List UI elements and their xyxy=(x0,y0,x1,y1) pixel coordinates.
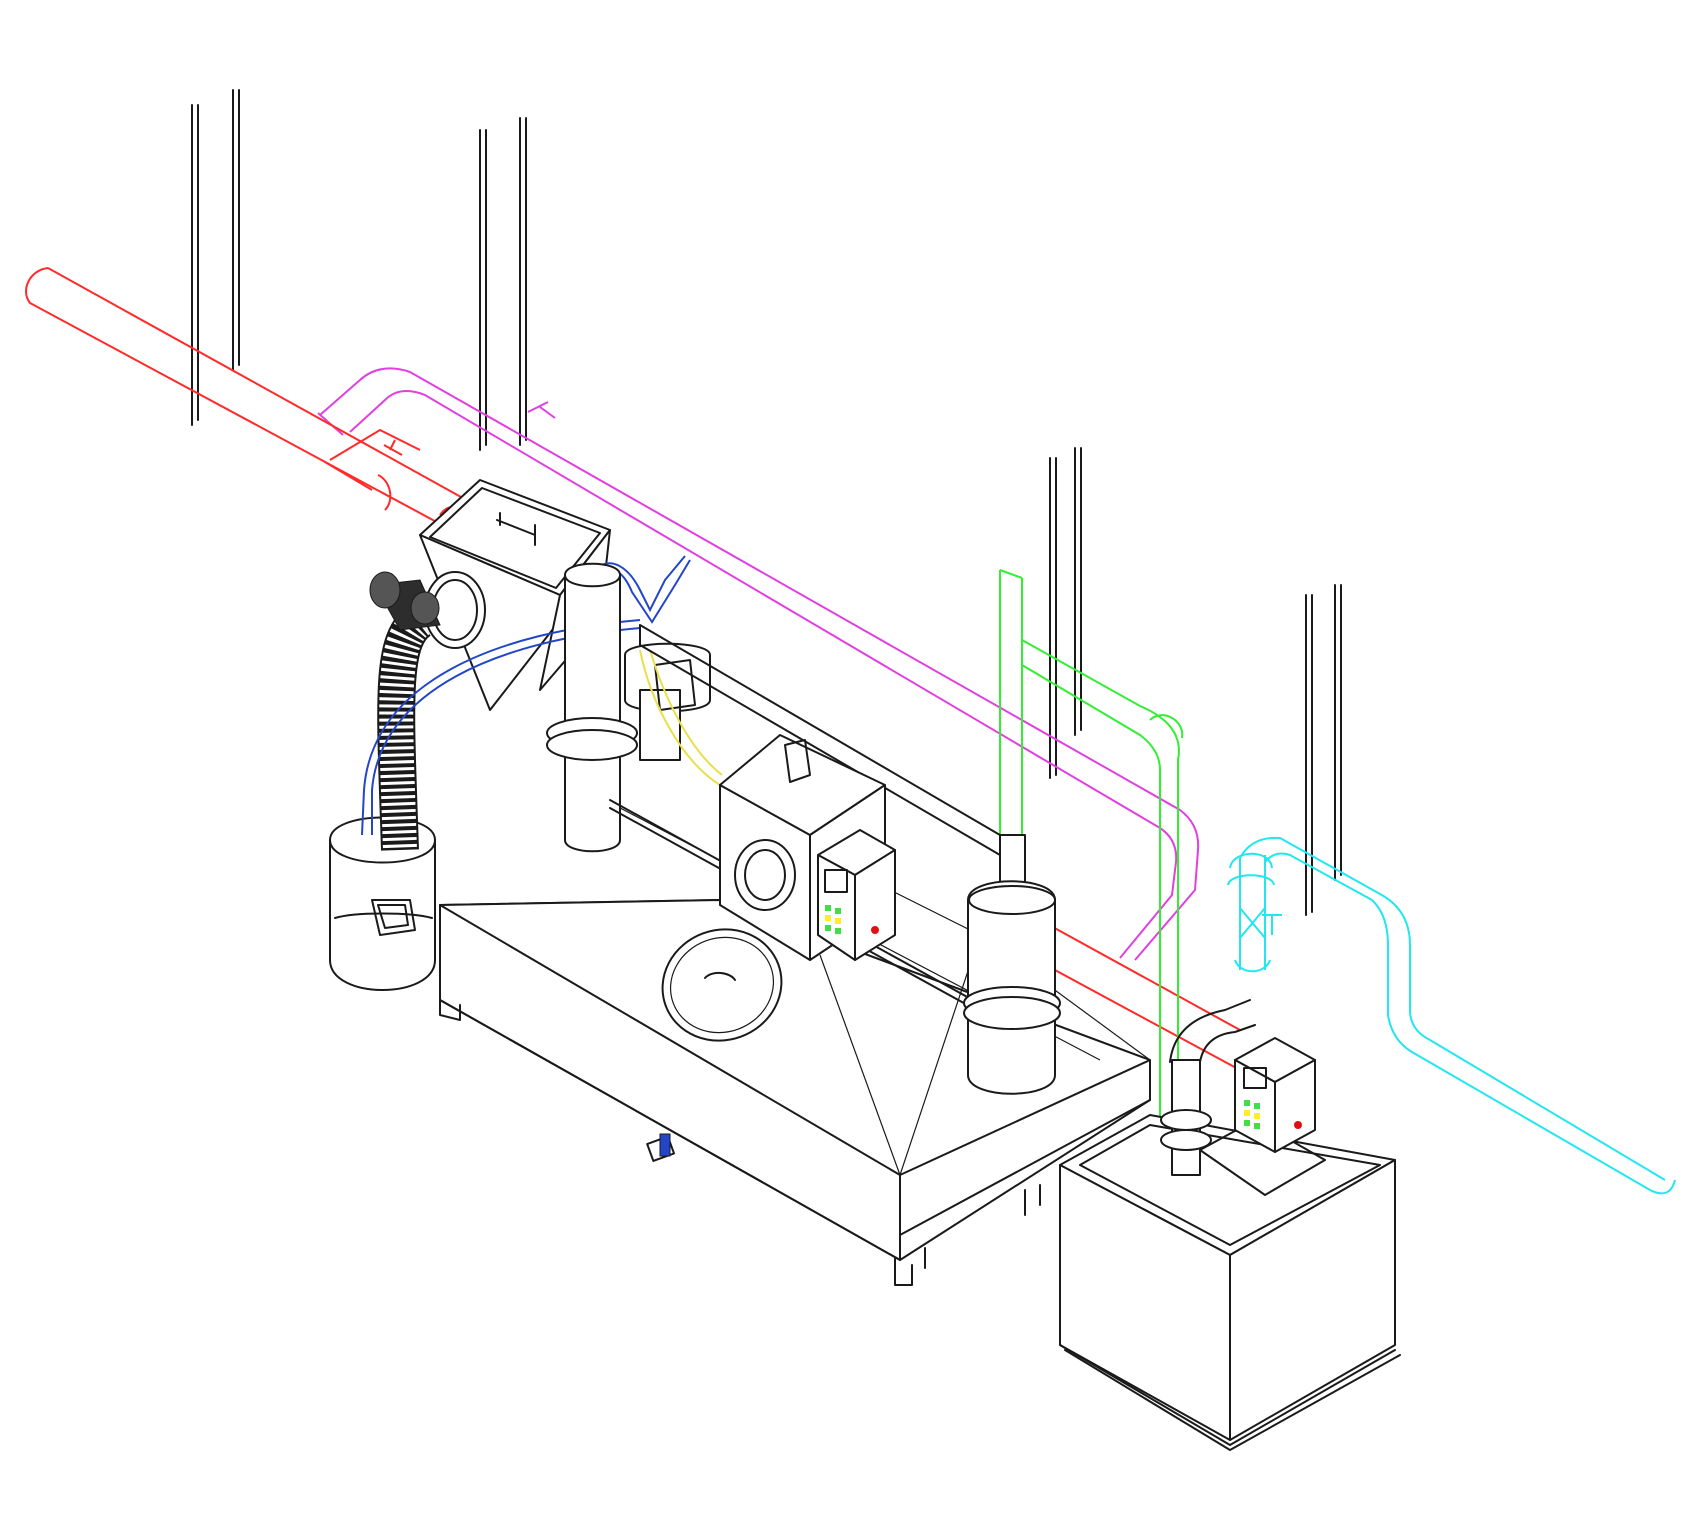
pump-riser xyxy=(1160,999,1256,1176)
yellow-cable xyxy=(639,649,723,786)
pump-unit xyxy=(624,642,711,761)
led-indicators-2 xyxy=(1244,1100,1260,1129)
inlet-pipe xyxy=(25,267,1241,1071)
pump-station xyxy=(1059,1114,1401,1451)
stop-button-1 xyxy=(871,926,879,934)
right-column xyxy=(963,834,1061,1095)
sludge-drum xyxy=(329,816,436,991)
control-panel-2 xyxy=(1234,1037,1316,1153)
hanger-2 xyxy=(479,117,527,451)
left-column xyxy=(546,562,638,853)
cube-port xyxy=(734,839,796,911)
screen-hopper xyxy=(419,479,611,711)
stop-button-2 xyxy=(1294,1121,1302,1129)
hanger-1 xyxy=(191,89,240,426)
outlet-pipe xyxy=(1227,836,1676,1195)
drain-valve xyxy=(646,1133,676,1162)
hanger-4 xyxy=(1305,584,1342,916)
led-indicators-1 xyxy=(825,905,841,934)
hanger-3 xyxy=(1049,447,1082,779)
control-panel-1 xyxy=(817,829,896,961)
flex-hose xyxy=(377,604,432,851)
gear-motor xyxy=(369,571,441,631)
ceiling-hangers xyxy=(191,89,1342,916)
manhole-cover xyxy=(661,928,783,1042)
